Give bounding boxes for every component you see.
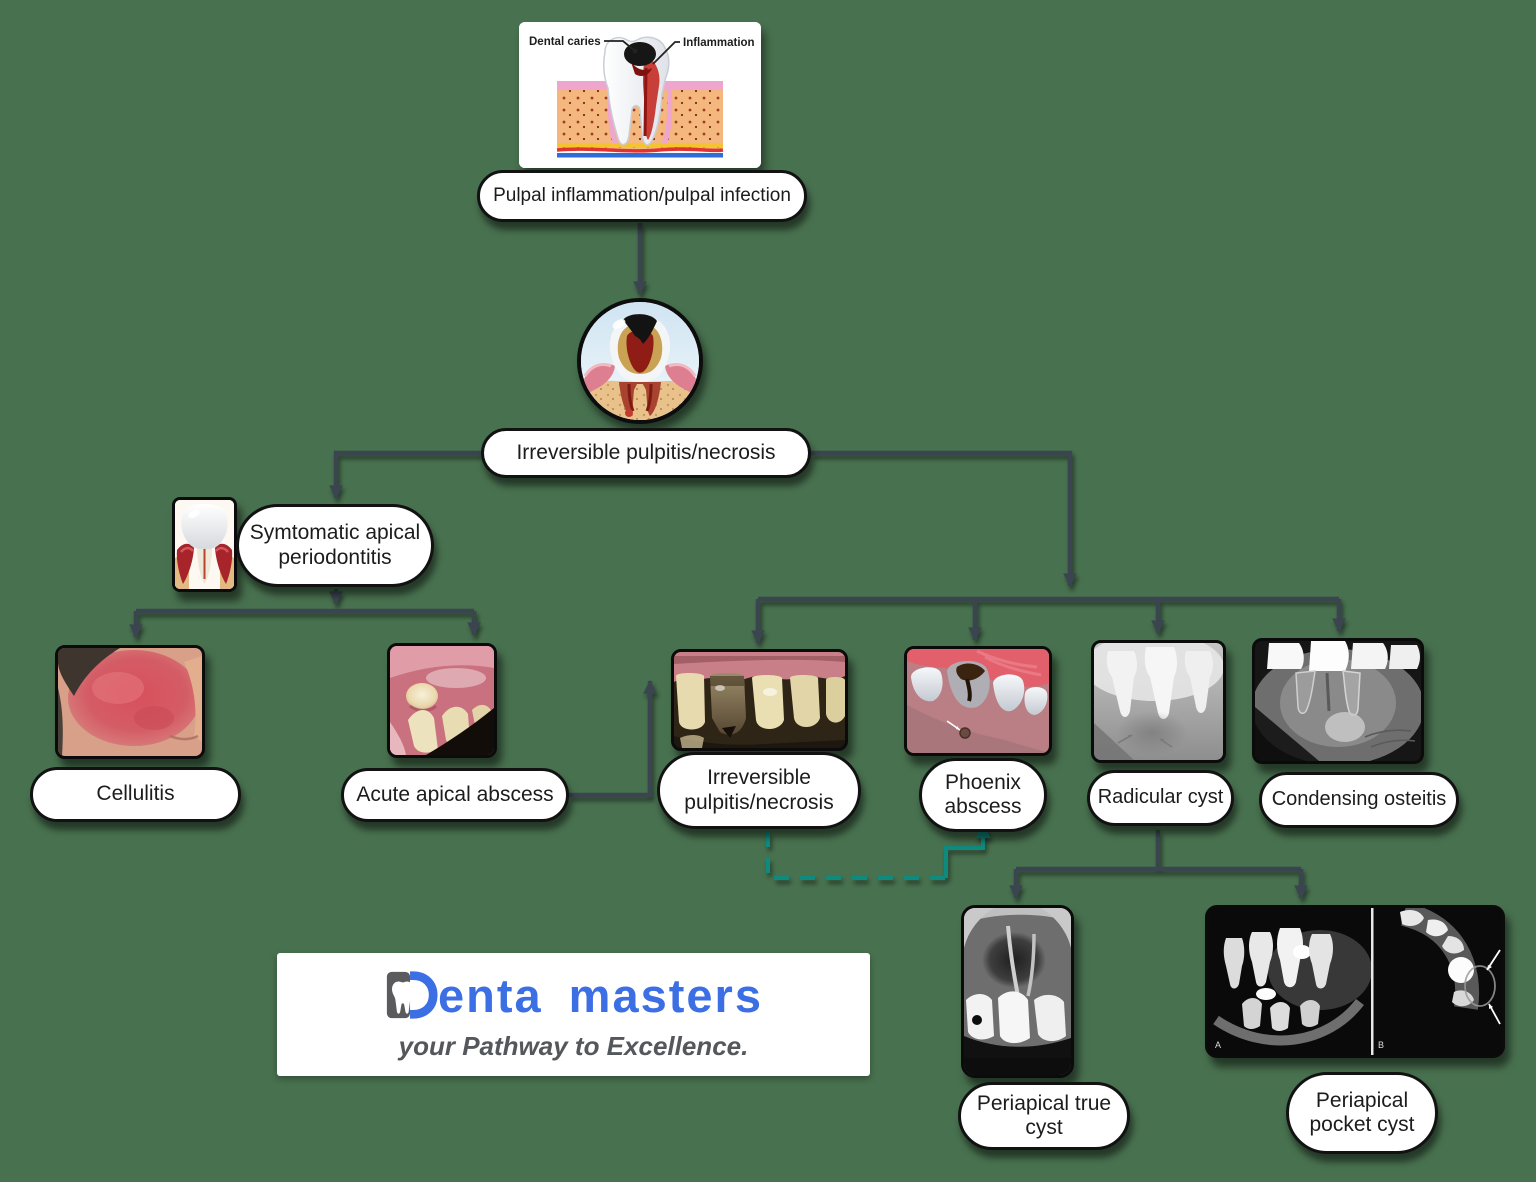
node-condensing-osteitis: Condensing osteitis bbox=[1259, 772, 1459, 828]
periapical-true-cyst-image bbox=[961, 905, 1074, 1078]
node-acute-apical-abscess: Acute apical abscess bbox=[341, 768, 569, 822]
cyst-outline bbox=[1464, 965, 1496, 1007]
periapical-pocket-cyst-image: A B bbox=[1205, 905, 1505, 1058]
connector-main-to-symptomatic bbox=[329, 450, 481, 500]
pulpitis-circle-image bbox=[577, 298, 703, 424]
figure-label-dental-caries: Dental caries bbox=[529, 36, 601, 48]
phoenix-abscess-image bbox=[904, 646, 1052, 756]
caries-spot bbox=[623, 314, 657, 344]
periodontitis-tooth-image bbox=[172, 497, 237, 592]
cellulitis-image bbox=[55, 645, 205, 759]
xray-panel-b-label: B bbox=[1378, 1040, 1384, 1050]
condensing-osteitis-image bbox=[1252, 638, 1424, 764]
connector-acute-up-arrow bbox=[569, 679, 657, 798]
irreversible-pulpitis-image bbox=[671, 649, 848, 751]
xray-panel-a-label: A bbox=[1215, 1040, 1221, 1050]
abscess-spot bbox=[625, 409, 633, 417]
brand-logo: enta masters bbox=[384, 967, 763, 1023]
brand-tagline: your Pathway to Excellence. bbox=[398, 1031, 749, 1061]
dental-caries-figure: Dental caries Inflammation bbox=[519, 22, 761, 168]
tooth-glyph bbox=[392, 981, 414, 1014]
osteitis-lesion bbox=[1325, 712, 1365, 742]
radicular-cyst-image bbox=[1091, 640, 1226, 763]
connector-teal-dashed bbox=[766, 832, 946, 880]
node-symptomatic-apical-periodontitis: Symtomatic apical periodontitis bbox=[236, 504, 434, 587]
node-periapical-true-cyst: Periapical true cyst bbox=[958, 1082, 1130, 1150]
node-phoenix-abscess: Phoenix abscess bbox=[919, 758, 1047, 832]
node-irreversible-pulpitis-branch: Irreversible pulpitis/necrosis bbox=[657, 752, 861, 829]
node-pulpal-inflammation: Pulpal inflammation/pulpal infection bbox=[477, 170, 807, 222]
node-irreversible-pulpitis-main: Irreversible pulpitis/necrosis bbox=[481, 428, 811, 478]
denta-masters-d-icon bbox=[386, 971, 438, 1019]
figure-label-inflammation: Inflammation bbox=[683, 37, 755, 49]
abscess-spot bbox=[959, 727, 971, 739]
dental-caries-figure-card: Dental caries Inflammation bbox=[519, 22, 761, 168]
brand-word-denta: enta bbox=[438, 968, 543, 1022]
node-cellulitis: Cellulitis bbox=[30, 767, 241, 822]
node-radicular-cyst: Radicular cyst bbox=[1087, 770, 1234, 826]
node-periapical-pocket-cyst: Periapical pocket cyst bbox=[1286, 1072, 1438, 1154]
acute-apical-abscess-image bbox=[387, 643, 497, 758]
brand-word-masters: masters bbox=[568, 968, 763, 1022]
cyst-lesion bbox=[1116, 711, 1188, 755]
connector-main-to-right-branch bbox=[811, 450, 1077, 588]
connector-teal-to-phoenix bbox=[944, 822, 991, 878]
abscess-bump bbox=[406, 683, 438, 709]
logo-card: enta masters your Pathway to Excellence. bbox=[277, 953, 870, 1076]
